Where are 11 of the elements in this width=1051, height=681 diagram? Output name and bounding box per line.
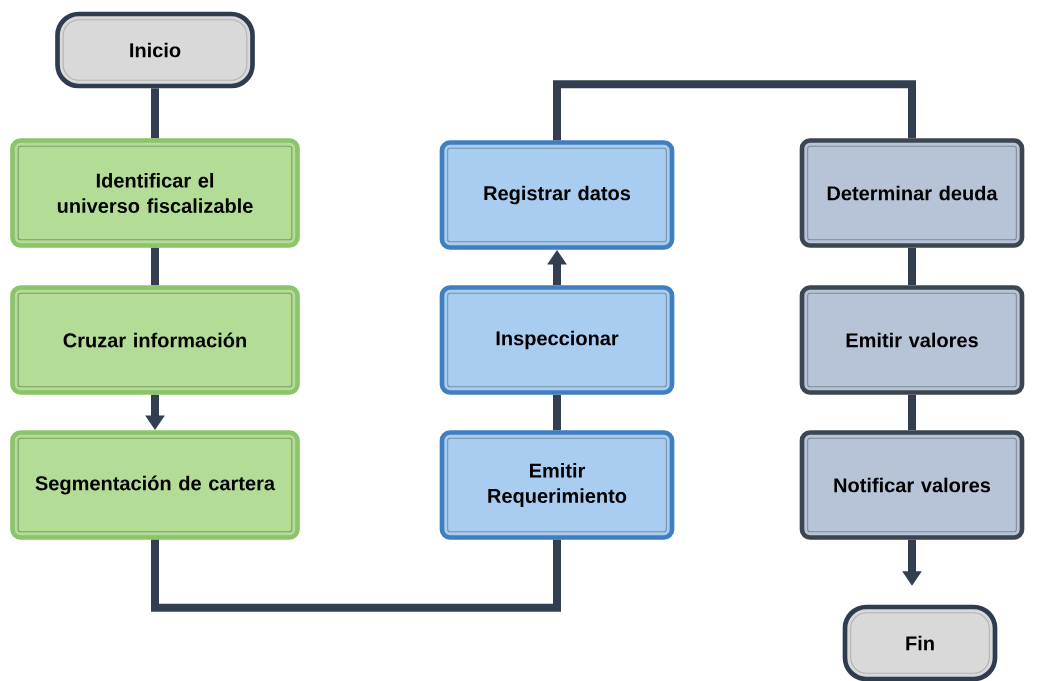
process-box: Emitir valores — [799, 285, 1025, 395]
terminal-pill: Fin — [842, 604, 998, 681]
process-box: Registrar datos — [439, 140, 675, 250]
terminal-pill: Inicio — [55, 11, 255, 89]
process-box: Identificar el universo fiscalizable — [10, 138, 300, 248]
process-box: Emitir Requerimiento — [439, 430, 675, 540]
process-box: Inspeccionar — [439, 285, 675, 395]
process-box: Notificar valores — [799, 430, 1025, 540]
process-box: Determinar deuda — [799, 138, 1025, 248]
process-box: Segmentación de cartera — [10, 430, 300, 540]
process-box: Cruzar información — [10, 285, 300, 395]
